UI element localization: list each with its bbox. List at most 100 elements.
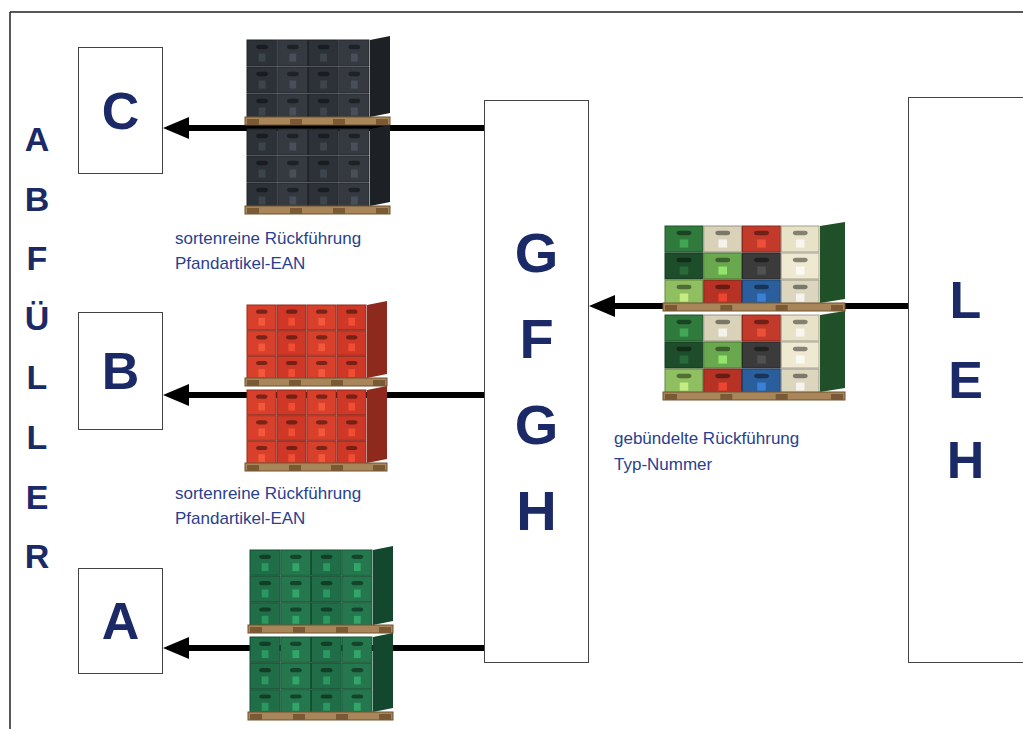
black-crate-pallet [245,36,390,214]
caption: sortenreine Rückführung Pfandartikel-EAN [175,481,395,531]
crate [250,603,280,628]
crate-logo [292,616,299,624]
crate [281,576,311,601]
crate-handle [286,446,297,450]
crate-handle [351,581,363,585]
crate-logo [318,369,325,377]
crate [277,441,306,466]
crate-logo [757,240,766,248]
pallet-block [373,380,385,386]
crate-handle [256,134,268,138]
crate-logo [323,677,330,685]
crate [704,369,742,395]
crate-handle [287,161,299,165]
crate [309,94,339,120]
crate-logo [796,294,805,302]
crate [307,331,336,356]
crate [339,183,369,209]
crate-handle [321,642,333,646]
crate [337,441,366,466]
pallet-block [247,380,259,386]
crate [277,416,306,441]
crate [704,315,742,341]
crate-logo [320,81,327,89]
crate [277,356,306,381]
crate-logo [323,650,330,658]
crate-handle [286,395,297,399]
crate [247,183,277,209]
pallet-block [293,714,305,720]
crate [277,305,306,330]
crate-handle [256,335,267,339]
crate [743,226,781,252]
crate-logo [354,677,361,685]
crate-side [370,125,390,206]
pallet-block [331,380,343,386]
crate-logo [258,344,265,352]
crate [312,576,342,601]
crate-logo [292,677,299,685]
pallet-block [333,208,345,214]
pallet-block [336,714,348,720]
crate-logo [718,383,727,391]
crate-handle [287,99,299,103]
crate-logo [718,267,727,275]
crate-handle [677,231,692,235]
crate-side [820,311,845,392]
caption: gebündelte Rückführung Typ-Nummer [614,426,834,478]
crate-logo [258,318,265,326]
crate-logo [796,383,805,391]
bottler-box: B [78,312,163,430]
crate [307,441,336,466]
crate-logo [354,563,361,571]
crate-handle [318,161,330,165]
crate [342,637,372,662]
crate-logo [262,703,269,711]
crate [309,156,339,182]
crate [337,305,366,330]
crate-logo [292,563,299,571]
crate [278,183,308,209]
crate-logo [718,356,727,364]
crate-side [373,546,393,625]
crate-handle [754,258,769,262]
crate-logo [757,329,766,337]
pallet-base [245,206,390,214]
crate [342,663,372,688]
crate [250,663,280,688]
pallet-base [248,712,393,720]
crate-side [367,386,387,463]
crate [250,637,280,662]
crate [307,390,336,415]
crate [247,305,276,330]
green-crate-pallet [248,546,393,720]
crate [278,129,308,155]
crate-handle [677,347,692,351]
crate-handle [793,258,808,262]
party-box: L E H [908,97,1023,663]
crate [781,342,819,368]
crate-handle [677,258,692,262]
crate-logo [348,369,355,377]
crate-handle [754,347,769,351]
crate [743,315,781,341]
pallet-block [379,714,391,720]
crate-logo [318,403,325,411]
crate-logo [351,143,358,151]
crate [312,603,342,628]
crate-logo [320,197,327,205]
node-letter: L E H [940,260,992,500]
crate-handle [318,99,330,103]
crate-handle [677,285,692,289]
crate-logo [258,369,265,377]
crate-handle [348,134,360,138]
crate [704,253,742,279]
crate-logo [262,650,269,658]
crate-logo [320,108,327,116]
crate-handle [290,668,302,672]
pallet-block [831,305,843,311]
crate [743,342,781,368]
pallet-base [245,463,387,471]
crate [339,40,369,66]
crate-logo [292,590,299,598]
